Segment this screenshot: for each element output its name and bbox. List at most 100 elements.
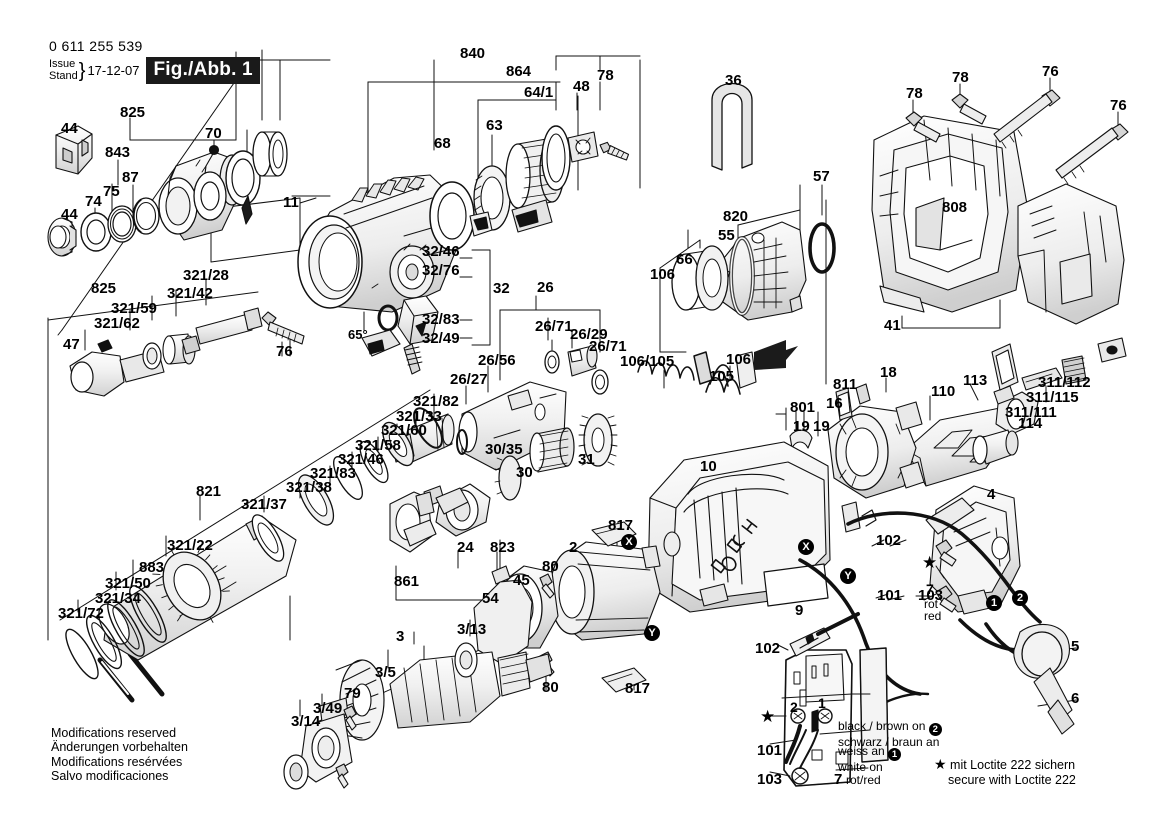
callout-26-56: 26/56 xyxy=(478,352,516,369)
terminal-1-badge: 1 xyxy=(888,748,902,761)
callout-808: 808 xyxy=(942,199,968,216)
callout-80: 80 xyxy=(542,679,559,696)
loctite-line-de: mit Loctite 222 sichern xyxy=(950,758,1076,772)
callout-321-72: 321/72 xyxy=(58,605,104,622)
callout-321-42: 321/42 xyxy=(167,285,213,302)
callout-78: 78 xyxy=(597,67,614,84)
terminal-label-2: 2 xyxy=(790,699,798,715)
callout-41: 41 xyxy=(884,317,901,334)
callout-321-28: 321/28 xyxy=(183,267,229,284)
callout-2: 2 xyxy=(569,539,578,556)
callout-311-115: 311/115 xyxy=(1026,389,1079,406)
callout-817: 817 xyxy=(625,680,651,697)
callout-321-22: 321/22 xyxy=(167,537,213,554)
callout-861: 861 xyxy=(394,573,420,590)
callout-102: 102 xyxy=(876,532,902,549)
callout-3: 3 xyxy=(396,628,405,645)
loctite-note: ★ mit Loctite 222 sichern secure with Lo… xyxy=(934,757,1076,788)
callout-75: 75 xyxy=(103,183,120,200)
callout-87: 87 xyxy=(122,169,139,186)
callout-817: 817 xyxy=(608,517,634,534)
callout-48: 48 xyxy=(573,78,590,95)
modifications-notice: Modifications reserved Änderungen vorbeh… xyxy=(51,726,188,784)
callout-321-50: 321/50 xyxy=(105,575,151,592)
callout-811: 811 xyxy=(833,376,858,393)
callout-883: 883 xyxy=(139,559,165,576)
callout-801: 801 xyxy=(790,399,816,416)
part-number: 0 611 255 539 xyxy=(49,38,143,54)
callout-321-58: 321/58 xyxy=(355,437,401,454)
notice-line-es: Salvo modificaciones xyxy=(51,769,169,784)
callout-32-46: 32/46 xyxy=(422,243,460,260)
marker-y-left: Y xyxy=(644,625,660,641)
callout-30: 30 xyxy=(516,464,533,481)
callout-311-111: 311/111 xyxy=(1005,404,1057,421)
callout-44: 44 xyxy=(61,120,78,137)
callout-76: 76 xyxy=(1042,63,1059,80)
callout-321-38: 321/38 xyxy=(286,479,332,496)
terminal-marker-2: 2 xyxy=(1012,590,1028,606)
red-lead-en: red xyxy=(924,609,942,623)
callout-321-37: 321/37 xyxy=(241,496,287,513)
notice-line-en: Modifications reserved xyxy=(51,726,177,740)
issue-stand-labels: Issue Stand xyxy=(49,58,78,82)
callout-10: 10 xyxy=(700,458,717,475)
callout-19: 19 xyxy=(793,418,810,435)
callout-80: 80 xyxy=(542,558,559,575)
callout-11: 11 xyxy=(283,194,299,211)
callout-114: 114 xyxy=(1018,415,1043,432)
callout-47: 47 xyxy=(63,336,80,353)
callout-821: 821 xyxy=(196,483,222,500)
callout-36: 36 xyxy=(725,72,742,89)
callout-16: 16 xyxy=(826,395,843,412)
notice-line-fr: Modifications resérvées xyxy=(51,754,183,769)
callout-24: 24 xyxy=(457,539,474,556)
callout-32-49: 32/49 xyxy=(422,330,460,347)
terminal-2-badge: 2 xyxy=(928,723,942,736)
callout-44: 44 xyxy=(61,206,78,223)
callout-321-82: 321/82 xyxy=(413,393,459,410)
callout-113: 113 xyxy=(963,372,988,389)
wire-red-number: 7 xyxy=(834,771,843,788)
callout-66: 66 xyxy=(676,251,693,268)
callout-57: 57 xyxy=(813,168,830,185)
callout-321-62: 321/62 xyxy=(94,315,140,332)
star-marker-switch: ★ xyxy=(922,553,938,572)
star-icon: ★ xyxy=(934,756,947,772)
callout-9: 9 xyxy=(795,602,804,619)
callout-820: 820 xyxy=(723,208,749,225)
callout-26-27: 26/27 xyxy=(450,371,488,388)
callout-103: 103 xyxy=(757,771,783,788)
wire-note-black-brown: black / brown on 2 schwarz / braun an xyxy=(838,719,942,750)
callout-102: 102 xyxy=(755,640,781,657)
callout-3-49: 3/49 xyxy=(313,700,343,717)
callout-26-29: 26/29 xyxy=(570,326,608,343)
figure-badge: Fig./Abb. 1 xyxy=(146,57,260,84)
stand-label: Stand xyxy=(49,69,78,82)
callout-32-76: 32/76 xyxy=(422,262,460,279)
callout-78: 78 xyxy=(952,69,969,86)
callout-840: 840 xyxy=(460,45,486,62)
callout-26-71: 26/71 xyxy=(589,338,627,355)
callout-321-60: 321/60 xyxy=(381,422,427,439)
callout-101: 101 xyxy=(757,742,783,759)
callout-106: 106 xyxy=(726,351,752,368)
wire-red-text: rot/red xyxy=(846,773,881,787)
callout-321-83: 321/83 xyxy=(310,465,356,482)
red-lead-number: 7 xyxy=(926,581,934,597)
callout-5: 5 xyxy=(1071,638,1080,655)
callout-110: 110 xyxy=(931,383,956,400)
callout-321-59: 321/59 xyxy=(111,300,157,317)
star-marker-detail: ★ xyxy=(760,707,776,726)
callout-32: 32 xyxy=(493,280,510,297)
callout-3-13: 3/13 xyxy=(457,621,487,638)
notice-line-de: Änderungen vorbehalten xyxy=(51,740,188,755)
callout-101: 101 xyxy=(877,587,903,604)
callout-106-105: 106/105 xyxy=(620,353,675,370)
issue-label: Issue xyxy=(49,58,76,70)
callout-3-14: 3/14 xyxy=(291,713,321,730)
callout-823: 823 xyxy=(490,539,516,556)
marker-y-right: Y xyxy=(840,568,856,584)
callout-825: 825 xyxy=(120,104,146,121)
